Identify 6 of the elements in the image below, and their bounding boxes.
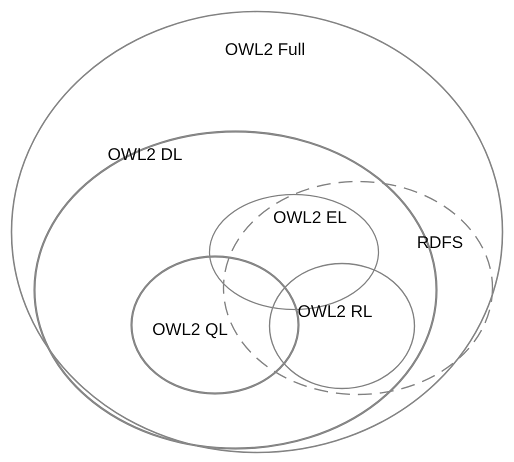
set-label: OWL2 RL (298, 302, 372, 322)
set-label: OWL2 QL (152, 320, 228, 340)
set-label: RDFS (416, 233, 464, 253)
set-label: OWL2 DL (108, 145, 182, 165)
set-label: OWL2 Full (224, 40, 306, 60)
set-label: OWL2 EL (273, 208, 347, 228)
